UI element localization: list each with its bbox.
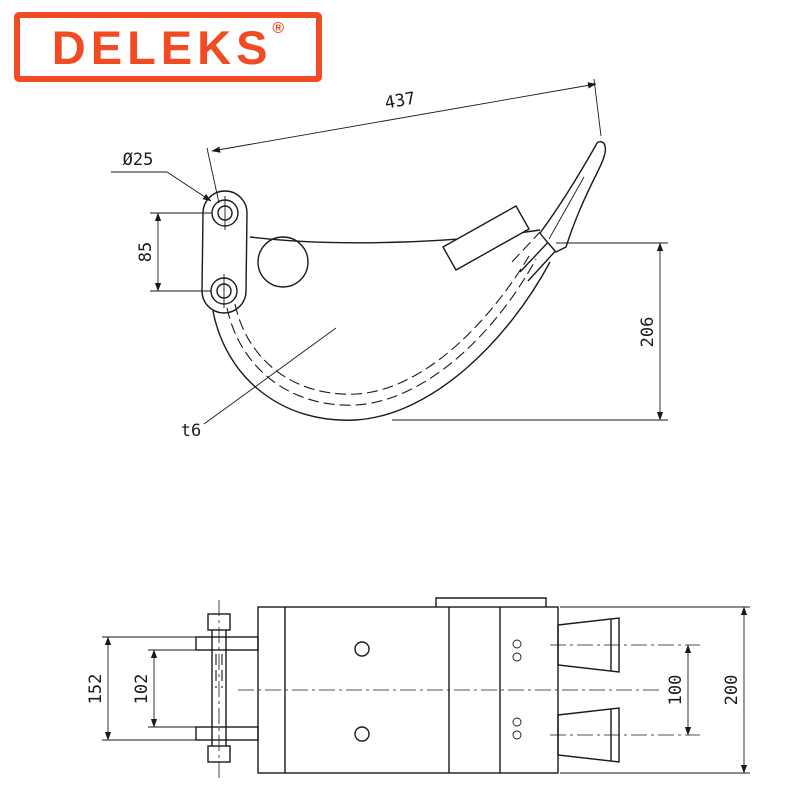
bucket-outer-curve (212, 261, 551, 421)
mounting-bracket (201, 190, 309, 314)
dimension-label-85: 85 (136, 242, 156, 262)
tooth-inner-line (548, 176, 585, 240)
dimension-bracket-outer: 152 (86, 636, 200, 741)
leader-line (203, 327, 337, 425)
mounting-pin-assembly (195, 600, 259, 780)
hole-center-marks (223, 196, 226, 308)
bucket-body (238, 597, 662, 774)
bucket-inner-curve-hidden-2 (234, 255, 530, 395)
brand-name: DELEKS (51, 20, 273, 74)
body-hole-top (354, 641, 370, 657)
dimension-overall-length: 437 (206, 78, 602, 204)
tooth-top (557, 617, 620, 673)
dimension-bracket-inner: 102 (132, 649, 208, 728)
dimension-line (211, 82, 597, 153)
body-hole-bottom (354, 726, 370, 742)
bucket-side-view: 437 Ø25 85 206 t6 (111, 78, 668, 441)
bucket-teeth (550, 617, 700, 763)
pivot-boss-circle (257, 236, 309, 288)
small-hole (512, 652, 522, 662)
bucket-shell (212, 205, 551, 421)
tooth-adapter-hidden-line (511, 231, 541, 263)
dimension-bucket-depth: 206 (392, 242, 668, 421)
bucket-rear-view: 152 102 100 200 (86, 597, 750, 780)
dimension-label-200: 200 (722, 675, 742, 706)
dimension-label-hole-diameter: Ø25 (123, 150, 154, 170)
tooth-bottom (557, 707, 620, 763)
small-hole (512, 717, 522, 727)
dimension-label-102: 102 (132, 674, 152, 705)
bracket-outline (201, 190, 248, 314)
leader-line (111, 171, 212, 202)
dimension-hole-spacing: 85 (136, 212, 212, 292)
side-plate-label (442, 205, 530, 271)
dimension-tooth-spacing: 100 (666, 644, 692, 736)
extension-line (593, 78, 602, 137)
small-hole (512, 639, 522, 649)
thickness-callout: t6 (181, 327, 337, 441)
small-hole (512, 730, 522, 740)
dimension-hole-diameter: Ø25 (111, 150, 212, 202)
brand-logo: DELEKS ® (14, 12, 322, 82)
flange-plate-top (195, 636, 259, 651)
dimension-label-437: 437 (383, 89, 417, 114)
dimension-label-206: 206 (638, 317, 658, 348)
thickness-label-t6: t6 (181, 421, 201, 441)
dimension-label-100: 100 (666, 675, 686, 706)
dimension-label-152: 152 (86, 674, 106, 705)
registered-trademark-symbol: ® (272, 20, 285, 37)
bucket-tooth-assembly (511, 141, 607, 282)
dimension-body-width: 200 (560, 606, 750, 774)
flange-plate-bottom (195, 726, 259, 741)
extension-line (206, 147, 220, 204)
top-tab (435, 597, 547, 607)
bucket-inner-curve-hidden-1 (226, 258, 537, 406)
